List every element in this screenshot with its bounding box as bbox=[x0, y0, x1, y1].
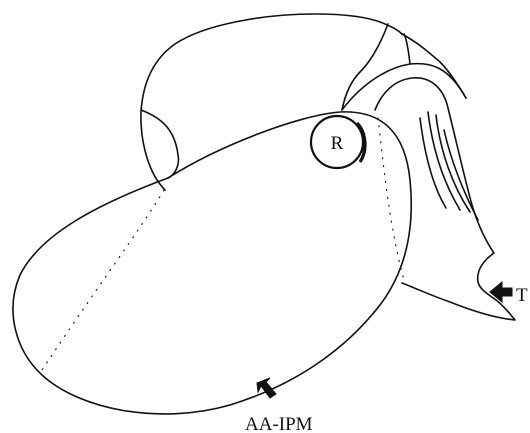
dorsal-hump bbox=[141, 14, 402, 190]
right-arrow: T bbox=[490, 282, 528, 306]
ring-label: R bbox=[331, 133, 344, 154]
tail-fin bbox=[375, 78, 515, 320]
bottom-arrow-label: AA-IPM bbox=[245, 414, 313, 433]
ring-marker: R bbox=[311, 116, 365, 168]
right-arrow-label: T bbox=[516, 285, 528, 306]
